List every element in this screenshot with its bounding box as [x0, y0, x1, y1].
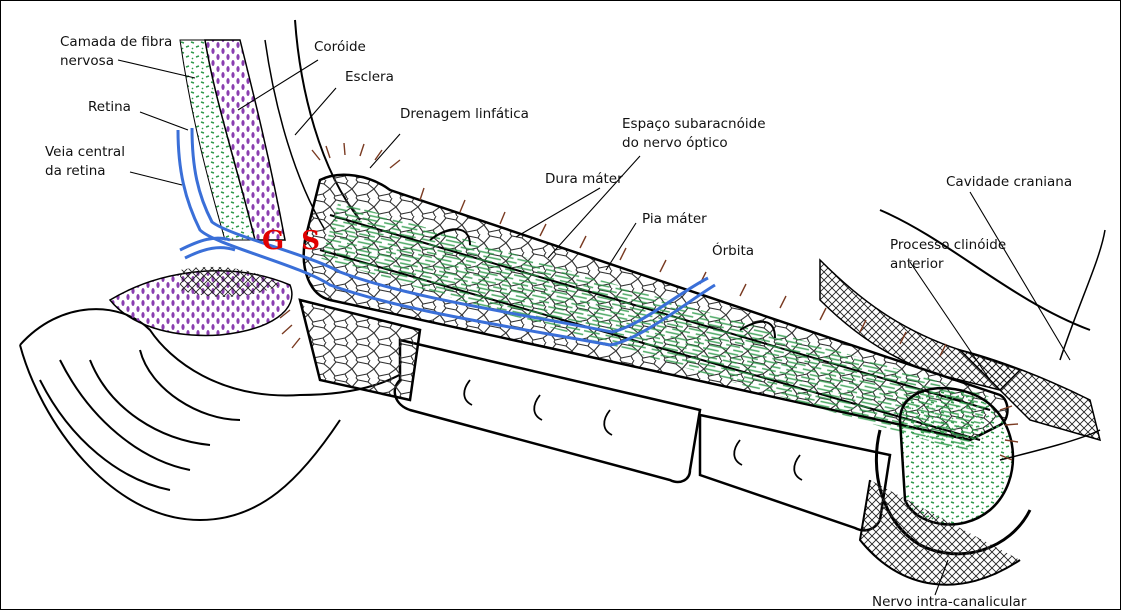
label-espaco-subaracnoide: Espaço subaracnóide do nervo óptico [622, 115, 766, 153]
label-camada-fibra-nervosa: Camada de fibra nervosa [60, 33, 172, 71]
gs-marker: G S [262, 226, 324, 256]
label-esclera: Esclera [345, 68, 394, 87]
label-coroide: Coróide [314, 38, 366, 57]
label-retina: Retina [88, 98, 131, 117]
label-processo-clinoide-anterior: Processo clinóide anterior [890, 236, 1006, 274]
label-dura-mater: Dura máter [545, 170, 623, 189]
label-drenagem-linfatica: Drenagem linfática [400, 105, 529, 124]
label-cavidade-craniana: Cavidade craniana [946, 173, 1072, 192]
label-pia-mater: Pia máter [642, 210, 707, 229]
label-orbita: Órbita [712, 242, 754, 261]
label-nervo-intra-canalicular: Nervo intra-canalicular [872, 593, 1026, 612]
label-veia-central-da-retina: Veia central da retina [45, 143, 125, 181]
